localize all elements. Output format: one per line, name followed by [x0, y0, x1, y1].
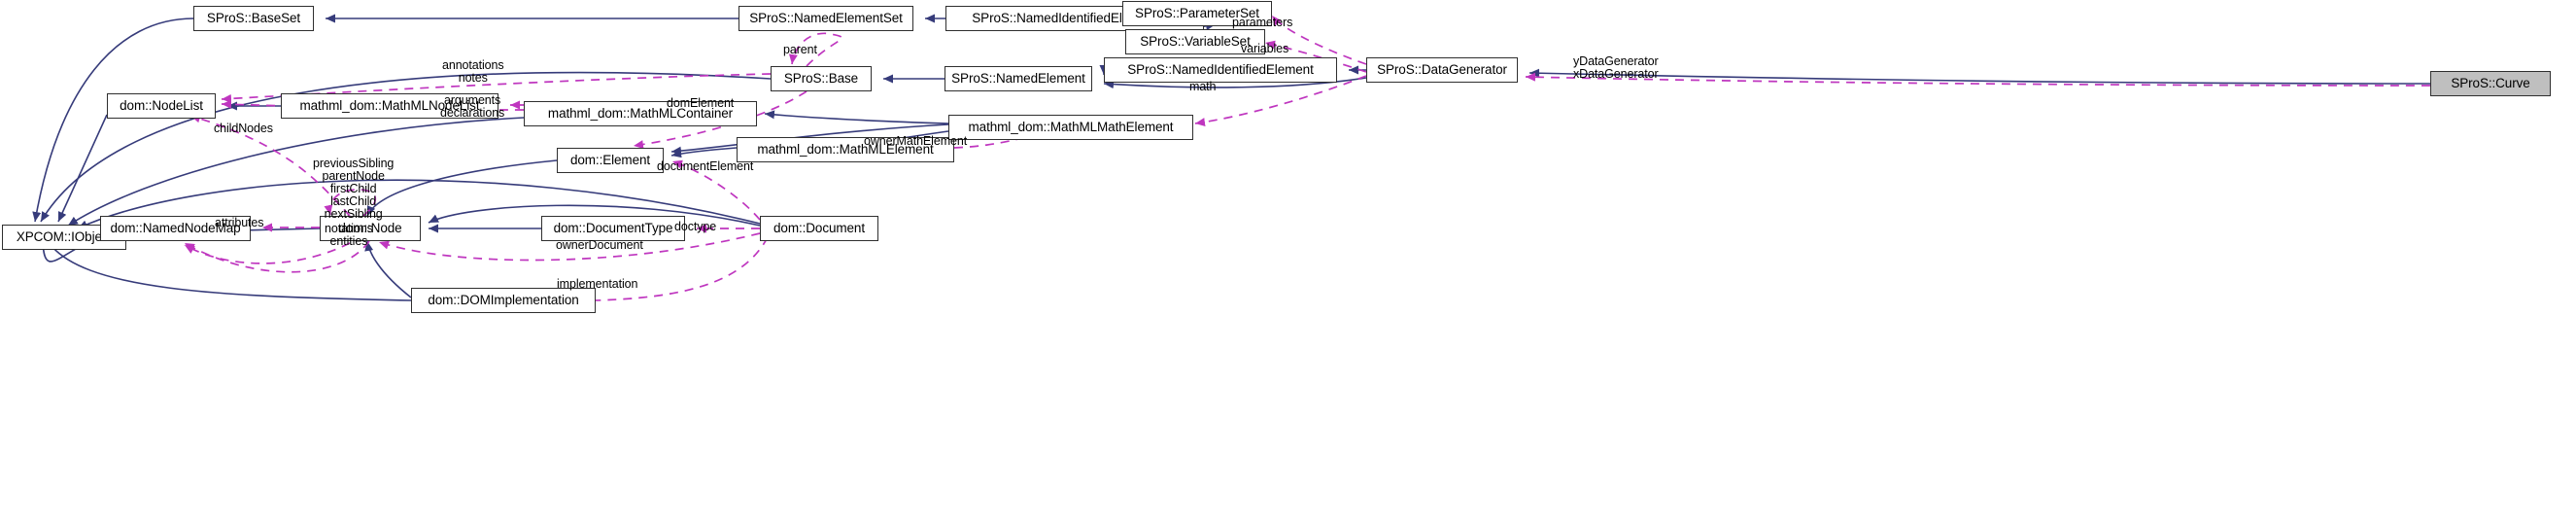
node-mathml-dom-mathmlmathelement[interactable]: mathml_dom::MathMLMathElement [948, 115, 1193, 140]
edge-label-sibling-group: previousSibling parentNode firstChild la… [313, 157, 395, 221]
node-label: dom::NodeList [120, 98, 203, 114]
node-spros-namedelementset[interactable]: SProS::NamedElementSet [738, 6, 913, 31]
edge-label-implementation: implementation [557, 277, 638, 291]
node-label: mathml_dom::MathMLContainer [547, 106, 734, 122]
edge-label-variables: variables [1241, 42, 1289, 55]
edge-label-childnodes: childNodes [214, 122, 273, 135]
node-label: dom::NamedNodeMap [110, 221, 241, 236]
node-label: dom::DOMImplementation [428, 293, 579, 308]
node-dom-namednodemap[interactable]: dom::NamedNodeMap [100, 216, 251, 241]
node-label: mathml_dom::MathMLMathElement [968, 120, 1174, 135]
node-dom-element[interactable]: dom::Element [557, 148, 664, 173]
node-label: dom::DocumentType [553, 221, 673, 236]
edge-label-ownerdocument: ownerDocument [556, 238, 643, 252]
node-spros-curve[interactable]: SProS::Curve [2430, 71, 2551, 96]
edge-label-domelement: domElement [667, 96, 735, 110]
node-label: mathml_dom::MathMLNodeList [299, 98, 480, 114]
node-spros-namedidentifiedelement[interactable]: SProS::NamedIdentifiedElement [1104, 57, 1337, 83]
node-mathml-dom-mathmlelement[interactable]: mathml_dom::MathMLElement [737, 137, 954, 162]
node-dom-domimplementation[interactable]: dom::DOMImplementation [411, 288, 596, 313]
node-spros-parameterset[interactable]: SProS::ParameterSet [1122, 1, 1272, 26]
edge-label-notations: notations entities [325, 222, 373, 248]
node-label: dom::Document [773, 221, 865, 236]
edge-label-ownermathelement: ownerMathElement [864, 134, 968, 148]
node-label: dom::Element [569, 153, 651, 168]
node-dom-node[interactable]: dom::Node [320, 216, 421, 241]
edge-label-doctype: doctype [674, 220, 717, 233]
node-label: SProS::NamedElementSet [749, 11, 903, 26]
node-label: SProS::NamedIdentifiedElement [1127, 62, 1314, 78]
inheritance-edges [32, 11, 2431, 301]
node-mathml-dom-mathmlnodelist[interactable]: mathml_dom::MathMLNodeList [281, 93, 498, 119]
node-spros-variableset[interactable]: SProS::VariableSet [1125, 29, 1265, 54]
edge-label-parent: parent [783, 43, 817, 56]
node-label: SProS::Curve [2451, 76, 2530, 91]
node-label: SProS::Base [783, 71, 859, 87]
node-spros-datagenerator[interactable]: SProS::DataGenerator [1366, 57, 1518, 83]
edge-label-annotations: annotations notes [442, 58, 504, 85]
node-spros-base[interactable]: SProS::Base [771, 66, 872, 91]
node-dom-nodelist[interactable]: dom::NodeList [107, 93, 216, 119]
node-label: SProS::ParameterSet [1135, 6, 1259, 21]
edge-label-ydatagenerator: yDataGenerator xDataGenerator [1573, 54, 1659, 81]
node-label: SProS::NamedElement [951, 71, 1085, 87]
node-label: mathml_dom::MathMLElement [757, 142, 934, 158]
node-label: XPCOM::IObject [16, 229, 113, 245]
node-dom-document[interactable]: dom::Document [760, 216, 878, 241]
node-spros-namedelement[interactable]: SProS::NamedElement [945, 66, 1092, 91]
edge-label-documentelement: documentElement [657, 159, 754, 173]
edge-label-attributes: attributes [215, 216, 264, 229]
node-label: SProS::VariableSet [1140, 34, 1251, 50]
node-dom-documenttype[interactable]: dom::DocumentType [541, 216, 685, 241]
node-mathml-dom-mathmlcontainer[interactable]: mathml_dom::MathMLContainer [524, 101, 757, 126]
node-label: SProS::BaseSet [206, 11, 301, 26]
edge-label-parameters: parameters [1232, 16, 1293, 29]
node-label: SProS::DataGenerator [1377, 62, 1507, 78]
node-spros-baseset[interactable]: SProS::BaseSet [193, 6, 314, 31]
edge-label-arguments: arguments declarations [440, 93, 505, 120]
node-label: dom::Node [338, 221, 402, 236]
edge-label-math: math [1189, 80, 1217, 93]
